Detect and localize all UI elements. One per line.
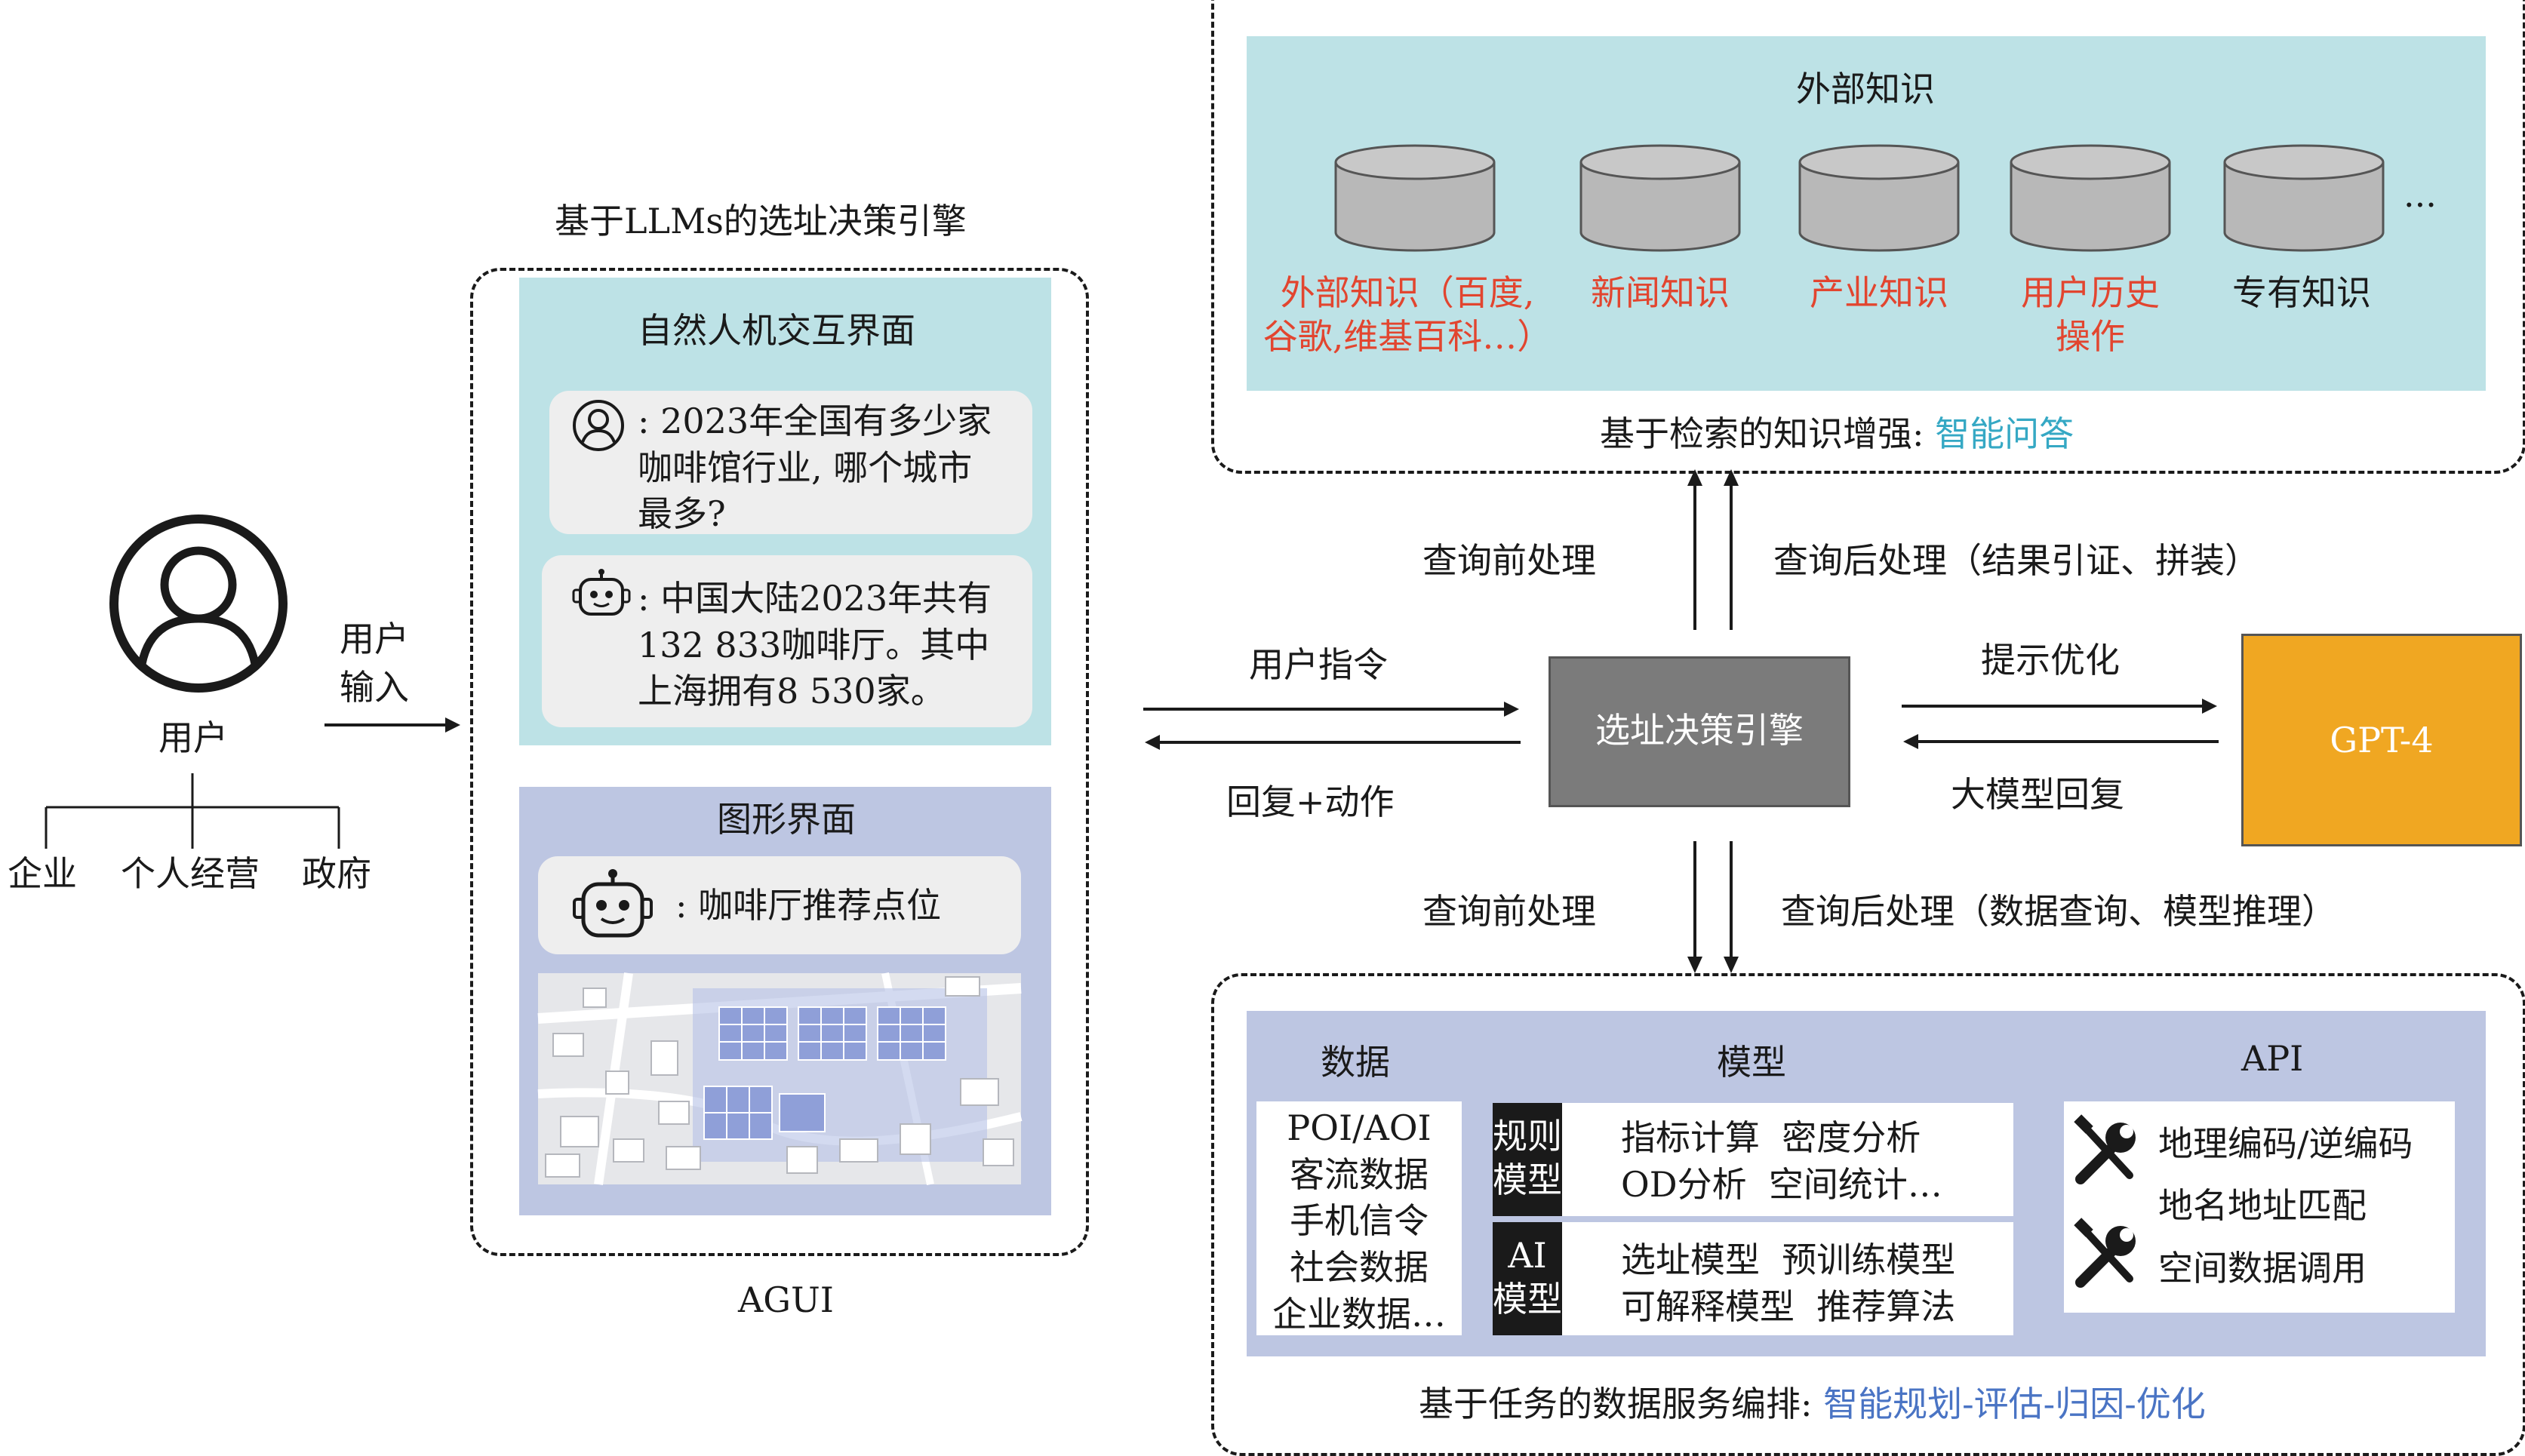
ai-model-items: 选址模型 预训练模型 可解释模型 推荐算法: [1621, 1239, 1956, 1327]
api-item-geocoding: 地理编码/逆编码: [2158, 1123, 2413, 1164]
user-input-label: 用户 输入: [340, 619, 409, 708]
user-type-enterprise: 企业: [8, 853, 77, 894]
api-item-address-matching: 地名地址匹配: [2158, 1185, 2367, 1226]
data-title: 数据: [1321, 1042, 1390, 1083]
center-left-arrows: [1143, 702, 1521, 750]
ai-model-box: [1562, 1222, 2013, 1335]
bot-message-bubble: [542, 555, 1032, 727]
user-message-icon: [573, 400, 624, 451]
user-message-bubble: [549, 391, 1032, 534]
knowledge-caption-highlight: 智能问答: [1935, 413, 2074, 454]
gpt4-label: GPT-4: [2330, 720, 2434, 760]
knowledge-label-industry: 产业知识: [1810, 272, 1948, 313]
data-list: POI/AOI 客流数据 手机信令 社会数据 企业数据…: [1272, 1107, 1446, 1335]
gui-bot-bubble: [538, 856, 1021, 954]
engine-box-label: 选址决策引擎: [1595, 710, 1804, 751]
post-process-bottom: 查询后处理（数据查询、模型推理）: [1781, 891, 2336, 932]
user-type-individual: 个人经营: [121, 853, 260, 894]
database-icon-1: [1334, 144, 1496, 252]
gui-bot-text: : 咖啡厅推荐点位: [675, 885, 942, 926]
services-caption-prefix: 基于任务的数据服务编排:: [1419, 1384, 1824, 1424]
top-vertical-arrows: [1687, 469, 1739, 630]
bot-message-text: : 中国大陆2023年共有 132 833咖啡厅。其中 上海拥有8 530家。: [638, 578, 992, 712]
rule-model-box: [1562, 1103, 2013, 1216]
model-title: 模型: [1717, 1042, 1786, 1083]
rule-model-tag: 规则 模型: [1493, 1103, 1562, 1216]
post-process-top: 查询后处理（结果引证、拼装）: [1773, 540, 2259, 581]
user-type-government: 政府: [302, 853, 371, 894]
knowledge-label-proprietary: 专有知识: [2232, 272, 2371, 313]
user-input-arrow: [324, 717, 460, 733]
knowledge-label-external: 外部知识（百度, 谷歌,维基百科…）: [1262, 272, 1552, 357]
user-label: 用户: [158, 717, 228, 758]
user-message-text: : 2023年全国有多少家 咖啡馆行业, 哪个城市 最多?: [638, 401, 992, 535]
rule-model-items: 指标计算 密度分析 OD分析 空间统计…: [1621, 1117, 1942, 1205]
reply-action-label: 回复+动作: [1226, 782, 1395, 822]
database-icon-3: [1798, 144, 1960, 252]
bot-message-robot-icon: [572, 569, 631, 616]
user-command-label: 用户指令: [1249, 644, 1388, 685]
user-avatar-icon: [109, 515, 288, 693]
api-tool-icon-2: [2074, 1218, 2136, 1288]
data-list-box: [1256, 1101, 1462, 1335]
knowledge-ellipsis: ...: [2404, 174, 2437, 215]
services-caption-highlight: 智能规划-评估-归因-优化: [1823, 1384, 2206, 1424]
bottom-vertical-arrows: [1687, 841, 1739, 973]
center-right-arrows: [1902, 699, 2219, 749]
pre-process-top: 查询前处理: [1422, 540, 1596, 581]
api-tool-icon-1: [2074, 1114, 2136, 1184]
engine-panel: [470, 268, 1089, 1256]
gui-bot-robot-icon: [573, 869, 653, 938]
engine-panel-title: 基于LLMs的选址决策引擎: [555, 201, 967, 241]
knowledge-label-news: 新闻知识: [1591, 272, 1730, 313]
user-type-tree: [45, 773, 340, 849]
gui-map-illustration: [537, 972, 1023, 1186]
api-item-spatial-data: 空间数据调用: [2158, 1248, 2367, 1289]
ai-model-tag: AI 模型: [1493, 1222, 1562, 1335]
database-icon-2: [1579, 144, 1741, 252]
database-icon-5: [2223, 144, 2385, 252]
pre-process-bottom: 查询前处理: [1422, 891, 1596, 932]
knowledge-panel: [1211, 0, 2525, 474]
knowledge-caption-prefix: 基于检索的知识增强:: [1600, 413, 1936, 454]
knowledge-caption: 基于检索的知识增强: 智能问答: [1600, 416, 2074, 451]
engine-box: [1549, 656, 1850, 807]
prompt-optimization-label: 提示优化: [1981, 640, 2120, 680]
gui-title: 图形界面: [717, 799, 856, 840]
services-caption: 基于任务的数据服务编排: 智能规划-评估-归因-优化: [1419, 1387, 2206, 1421]
database-icon-4: [2010, 144, 2171, 252]
llm-reply-label: 大模型回复: [1951, 774, 2124, 815]
knowledge-label-user-history: 用户历史 操作: [2021, 272, 2160, 357]
engine-panel-footer: AGUI: [738, 1279, 834, 1320]
api-title: API: [2241, 1038, 2304, 1079]
knowledge-title: 外部知识: [1796, 69, 1935, 109]
gpt4-box: [2241, 634, 2522, 846]
nl-ui-title: 自然人机交互界面: [638, 310, 915, 351]
